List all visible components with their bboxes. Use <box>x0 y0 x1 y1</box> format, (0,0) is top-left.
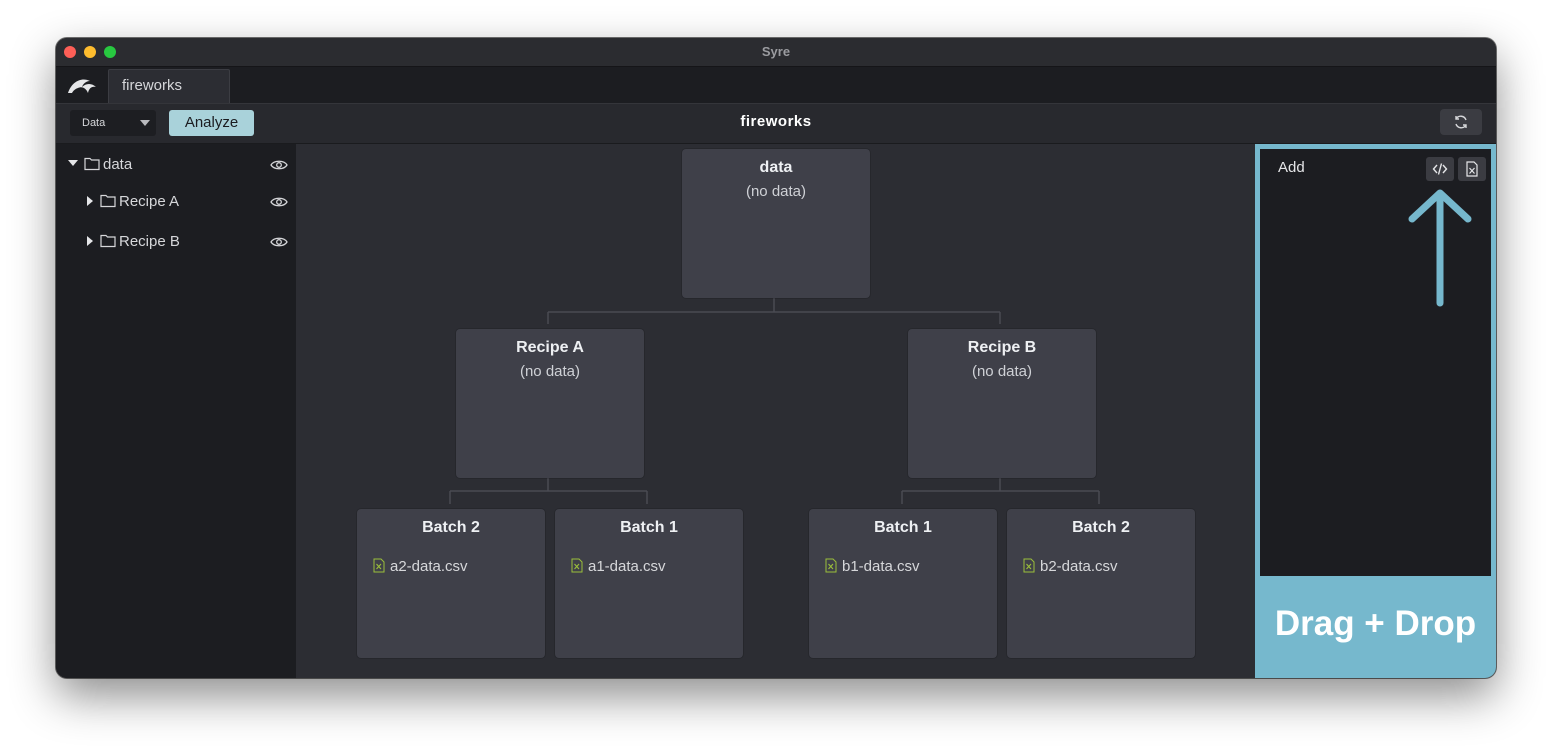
node-title: Recipe A <box>516 339 584 356</box>
project-title: fireworks <box>740 113 812 130</box>
eye-icon[interactable] <box>270 158 288 176</box>
graph-node-a-batch-2[interactable]: Batch 2 a2-data.csv <box>357 509 545 658</box>
eye-icon[interactable] <box>270 235 288 253</box>
csv-file-icon <box>571 558 583 573</box>
tab-label: fireworks <box>122 77 183 94</box>
asset-file-name: a1-data.csv <box>588 558 666 575</box>
code-icon <box>1432 163 1448 175</box>
node-title: Batch 1 <box>874 519 932 536</box>
project-tree-sidebar: data Recipe A Recipe B <box>56 144 296 678</box>
tree-item-label: data <box>103 156 133 173</box>
node-title: data <box>759 159 793 176</box>
app-window: Syre fireworks Data Analyze fireworks <box>56 38 1496 678</box>
caret-down-icon[interactable] <box>68 160 78 166</box>
csv-file-icon <box>373 558 385 573</box>
toolbar: Data Analyze fireworks <box>56 104 1496 144</box>
tree-item-label: Recipe B <box>119 233 180 250</box>
graph-node-b-batch-2[interactable]: Batch 2 b2-data.csv <box>1007 509 1195 658</box>
csv-file-icon <box>1023 558 1035 573</box>
view-select-value: Data <box>82 117 106 129</box>
eye-icon[interactable] <box>270 195 288 213</box>
tree-item-recipe-a[interactable]: Recipe A <box>56 191 296 213</box>
add-script-button[interactable] <box>1426 157 1454 181</box>
app-logo-icon[interactable] <box>64 73 100 97</box>
asset-file-name: a2-data.csv <box>390 558 468 575</box>
folder-icon <box>100 193 116 213</box>
caret-right-icon[interactable] <box>87 196 93 206</box>
node-title: Batch 2 <box>1072 519 1130 536</box>
folder-icon <box>100 233 116 253</box>
arrow-up-icon <box>1408 187 1472 312</box>
window-title: Syre <box>761 44 791 59</box>
title-bar: Syre <box>56 38 1496 67</box>
node-title: Batch 1 <box>620 519 678 536</box>
graph-connectors <box>449 298 1100 504</box>
tree-item-recipe-b[interactable]: Recipe B <box>56 231 296 253</box>
graph-node-recipe-b[interactable]: Recipe B (no data) <box>908 329 1096 478</box>
view-select[interactable]: Data <box>70 110 156 136</box>
node-title: Batch 2 <box>422 519 480 536</box>
tab-fireworks[interactable]: fireworks <box>108 69 230 103</box>
graph-node-b-batch-1[interactable]: Batch 1 b1-data.csv <box>809 509 997 658</box>
chevron-down-icon <box>140 120 150 126</box>
close-window-button[interactable] <box>64 46 76 58</box>
node-subtitle: (no data) <box>971 363 1033 380</box>
excel-file-icon <box>1466 161 1478 177</box>
tree-item-label: Recipe A <box>119 193 180 210</box>
tab-bar: fireworks <box>56 67 1496 104</box>
add-assets-panel[interactable]: Add <box>1260 149 1491 576</box>
node-subtitle: (no data) <box>745 183 807 200</box>
graph-node-data[interactable]: data (no data) <box>682 149 870 298</box>
analyze-button[interactable]: Analyze <box>169 110 254 136</box>
node-subtitle: (no data) <box>519 363 581 380</box>
graph-node-recipe-a[interactable]: Recipe A (no data) <box>456 329 644 478</box>
add-file-button[interactable] <box>1458 157 1486 181</box>
refresh-icon <box>1455 115 1467 129</box>
asset-file-name: b2-data.csv <box>1040 558 1118 575</box>
caret-right-icon[interactable] <box>87 236 93 246</box>
drag-drop-label: Drag + Drop <box>1274 604 1477 643</box>
node-title: Recipe B <box>967 339 1037 356</box>
graph-node-a-batch-1[interactable]: Batch 1 a1-data.csv <box>555 509 743 658</box>
drag-drop-overlay[interactable]: Add Drag + Drop <box>1255 144 1496 678</box>
graph-canvas[interactable]: data (no data) Recipe A (no data) Recipe… <box>296 144 1255 678</box>
tree-item-data[interactable]: data <box>56 154 296 176</box>
refresh-button[interactable] <box>1440 109 1482 135</box>
add-label: Add <box>1278 159 1305 176</box>
zoom-window-button[interactable] <box>104 46 116 58</box>
folder-icon <box>84 156 100 176</box>
asset-file-name: b1-data.csv <box>842 558 920 575</box>
csv-file-icon <box>825 558 837 573</box>
minimize-window-button[interactable] <box>84 46 96 58</box>
